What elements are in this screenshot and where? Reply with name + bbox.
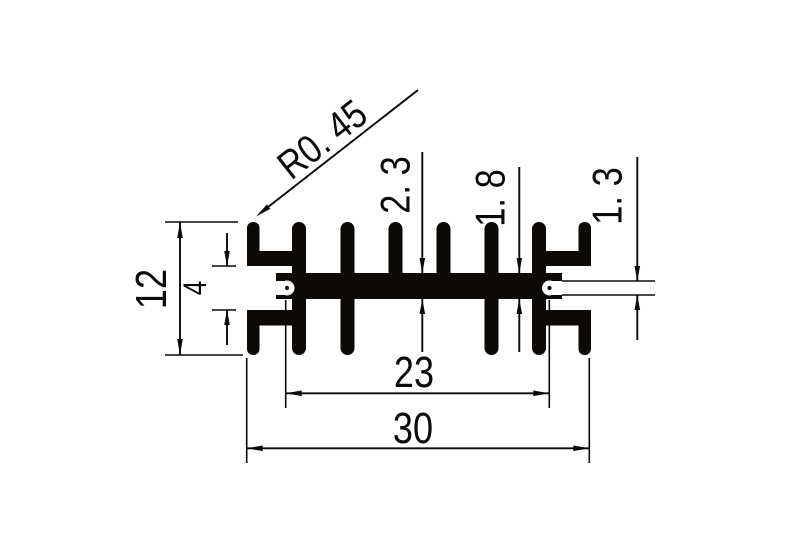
dimension-hole-spacing: 23 [284,300,551,408]
heatsink-profile [247,222,591,355]
arrowhead-down-icon [516,258,523,273]
dim-slot-opening-label: 1. 3 [584,167,631,224]
arrowhead-down-icon [419,258,426,273]
arrowhead-up-icon [419,299,426,314]
dimension-rib-thickness: 1. 8 [467,167,523,352]
arrowhead-down-icon [634,266,641,281]
arrowhead-left-icon [285,390,302,397]
dim-web-thickness-label: 2. 3 [372,156,419,213]
left-groove-center-mark [284,285,290,291]
dimension-total-width: 30 [245,358,591,463]
dim-total-height-label: 12 [126,269,175,309]
dim-tip-radius-label: R0. 45 [269,90,376,187]
top-fin [340,222,355,284]
bottom-fin [340,290,355,355]
top-fin [388,222,403,284]
arrowhead-up-icon [634,295,641,310]
dimension-web-thickness: 2. 3 [372,152,426,352]
arrowhead-right-icon [533,390,550,397]
arrowhead-leader-icon [256,204,271,217]
right-upper-arm [532,251,591,266]
right-lower-arm [532,310,591,326]
arrowhead-left-icon [246,445,263,452]
dimension-channel-height: 4 [179,233,236,345]
dim-channel-height-label: 4 [179,281,214,296]
right-groove-center-mark [547,285,552,291]
bottom-fin [484,290,499,355]
right-screw-slot [549,281,562,295]
arrowhead-right-icon [573,445,590,452]
left-screw-slot [276,281,287,295]
left-upper-arm [247,251,306,266]
top-fin [436,222,451,284]
arrowhead-down-icon [177,339,183,355]
top-fin [484,222,499,284]
base-web [276,273,562,299]
dim-hole-spacing-label: 23 [394,347,434,396]
arrowhead-down-icon [224,251,230,266]
arrowhead-up-icon [224,310,230,325]
arrowhead-up-icon [177,222,183,238]
dimension-total-height: 12 [126,221,243,356]
left-lower-arm [247,310,306,326]
dim-rib-thickness-label: 1. 8 [467,169,514,226]
leader-line [260,89,419,214]
arrowhead-up-icon [516,299,523,314]
dimension-slot-opening: 1. 3 [562,157,655,340]
dim-total-width-label: 30 [393,403,433,452]
